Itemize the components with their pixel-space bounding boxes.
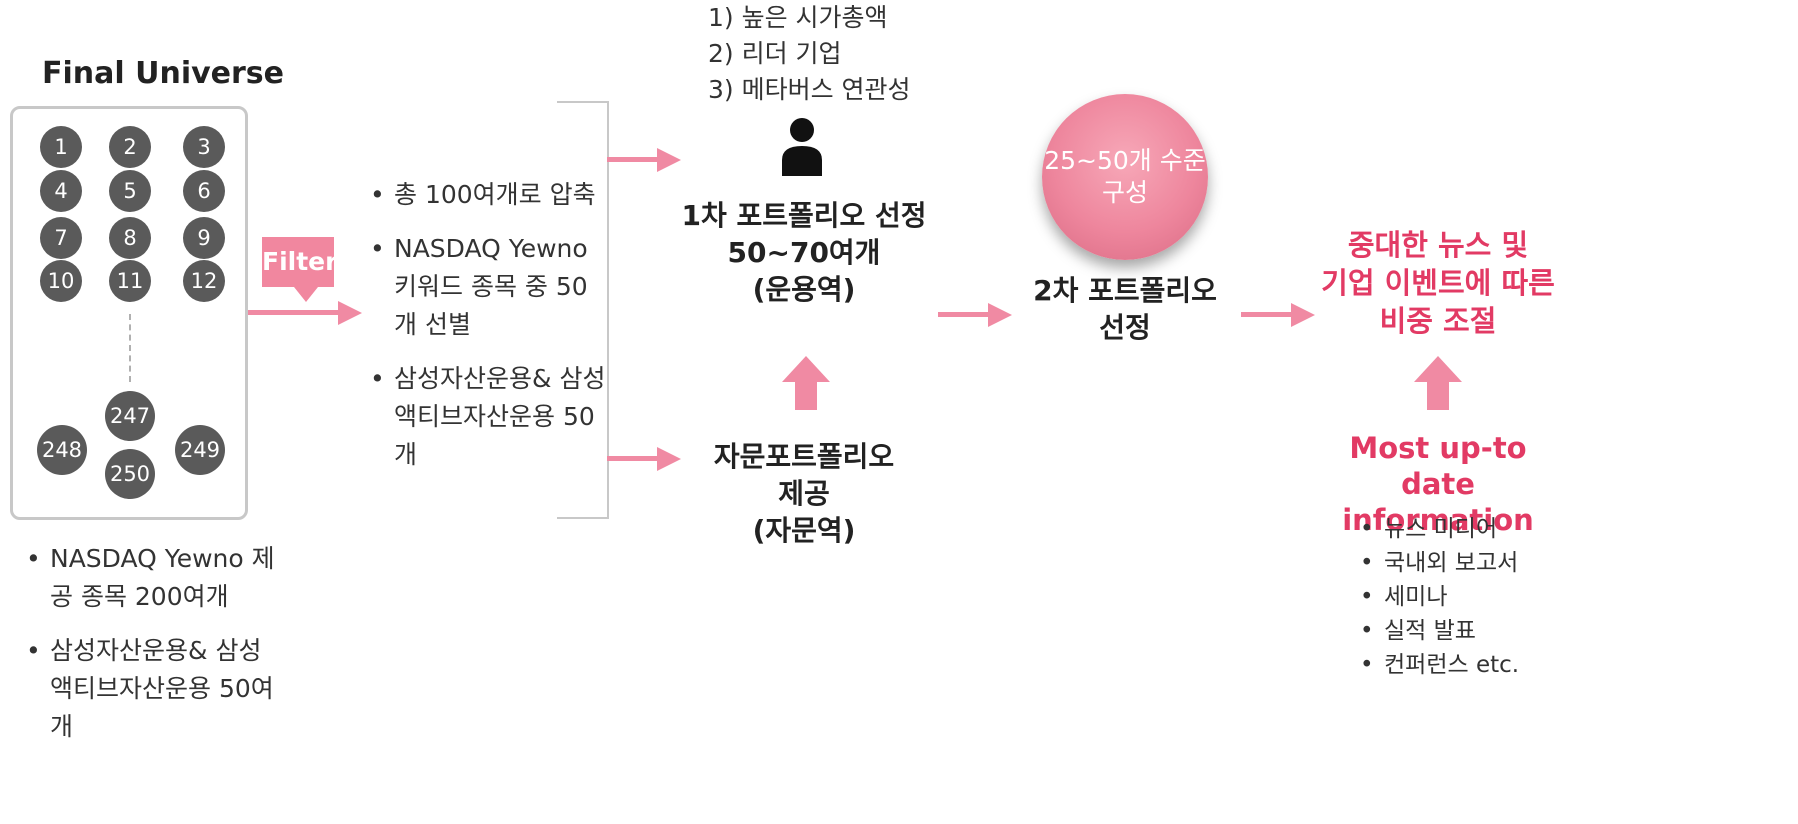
stage2-title: 2차 포트폴리오 bbox=[1033, 274, 1217, 307]
stock-circle-6: 6 bbox=[183, 170, 225, 212]
info-source-item: 세미나 bbox=[1356, 580, 1556, 614]
filter-bracket bbox=[557, 101, 609, 519]
arrow-universe-to-filter bbox=[248, 310, 340, 315]
advisory-sub: 제공 bbox=[778, 477, 830, 510]
up-arrow-icon bbox=[782, 356, 830, 410]
universe-title: Final Universe bbox=[42, 56, 285, 91]
stage2-sphere: 25~50개 수준 구성 bbox=[1042, 94, 1208, 260]
weight-adjust-label: 중대한 뉴스 및 기업 이벤트에 따른 비중 조절 bbox=[1318, 226, 1558, 340]
stock-circle-249: 249 bbox=[175, 425, 225, 475]
stage2-label: 2차 포트폴리오 선정 bbox=[1000, 272, 1250, 346]
arrow-head-icon bbox=[657, 148, 681, 172]
stock-circle-11: 11 bbox=[109, 260, 151, 302]
stock-circle-248: 248 bbox=[37, 425, 87, 475]
dashed-divider bbox=[129, 314, 131, 382]
stage1-count: 50~70여개 bbox=[727, 236, 881, 269]
criteria-item: 1) 높은 시가총액 bbox=[708, 3, 888, 32]
filter-bullet: 총 100여개로 압축 bbox=[366, 176, 606, 214]
person-icon bbox=[780, 116, 824, 176]
universe-note: 삼성자산운용& 삼성액티브자산운용 50여개 bbox=[22, 632, 282, 746]
info-sources: 뉴스 미디어 국내외 보고서 세미나 실적 발표 컨퍼런스 etc. bbox=[1356, 512, 1556, 682]
stock-circle-247: 247 bbox=[105, 391, 155, 441]
adjust-line3: 비중 조절 bbox=[1379, 304, 1497, 338]
info-source-item: 실적 발표 bbox=[1356, 614, 1556, 648]
universe-note: NASDAQ Yewno 제공 종목 200여개 bbox=[22, 540, 282, 616]
stock-circle-5: 5 bbox=[109, 170, 151, 212]
filter-bullets: 총 100여개로 압축 NASDAQ Yewno 키워드 종목 중 50개 선별… bbox=[366, 176, 606, 490]
filter-bullet: NASDAQ Yewno 키워드 종목 중 50개 선별 bbox=[366, 230, 606, 344]
arrow-to-advisory bbox=[607, 456, 661, 461]
advisory-label: 자문포트폴리오 제공 (자문역) bbox=[664, 438, 944, 549]
up-arrow-icon bbox=[1414, 356, 1462, 410]
stage1-label: 1차 포트폴리오 선정 50~70여개 (운용역) bbox=[664, 197, 944, 308]
stock-circle-1: 1 bbox=[40, 126, 82, 168]
arrow-to-stage1 bbox=[607, 157, 661, 162]
arrow-to-adjust bbox=[1241, 312, 1293, 317]
stock-circle-10: 10 bbox=[40, 260, 82, 302]
stock-circle-8: 8 bbox=[109, 217, 151, 259]
stage1-role: (운용역) bbox=[752, 273, 856, 306]
criteria-item: 2) 리더 기업 bbox=[708, 39, 842, 68]
sphere-text-line2: 구성 bbox=[1101, 178, 1148, 207]
info-source-item: 뉴스 미디어 bbox=[1356, 512, 1556, 546]
universe-box: 1 2 3 4 5 6 7 8 9 10 11 12 247 248 249 2… bbox=[10, 106, 248, 520]
info-source-item: 컨퍼런스 etc. bbox=[1356, 648, 1556, 682]
stock-circle-250: 250 bbox=[105, 449, 155, 499]
stock-circle-7: 7 bbox=[40, 217, 82, 259]
stock-circle-3: 3 bbox=[183, 126, 225, 168]
stage1-title: 1차 포트폴리오 선정 bbox=[681, 199, 927, 232]
arrow-head-icon bbox=[338, 301, 362, 325]
stock-circle-4: 4 bbox=[40, 170, 82, 212]
sphere-text-line1: 25~50개 수준 bbox=[1044, 146, 1206, 175]
info-source-item: 국내외 보고서 bbox=[1356, 546, 1556, 580]
stock-circle-2: 2 bbox=[109, 126, 151, 168]
advisory-title: 자문포트폴리오 bbox=[713, 440, 895, 473]
filter-tag: Filter bbox=[262, 237, 337, 302]
filter-bullet: 삼성자산운용& 삼성액티브자산운용 50개 bbox=[366, 360, 606, 474]
stage2-sub: 선정 bbox=[1099, 311, 1151, 344]
advisory-role: (자문역) bbox=[752, 514, 856, 547]
universe-notes: NASDAQ Yewno 제공 종목 200여개 삼성자산운용& 삼성액티브자산… bbox=[22, 540, 282, 762]
criteria-item: 3) 메타버스 연관성 bbox=[708, 75, 911, 104]
arrow-to-stage2 bbox=[938, 312, 990, 317]
adjust-line1: 중대한 뉴스 및 bbox=[1347, 228, 1529, 262]
info-title-line1: Most up-to date bbox=[1349, 431, 1527, 501]
selection-criteria: 1) 높은 시가총액 2) 리더 기업 3) 메타버스 연관성 bbox=[708, 0, 948, 108]
arrow-head-icon bbox=[657, 447, 681, 471]
stock-circle-9: 9 bbox=[183, 217, 225, 259]
arrow-head-icon bbox=[988, 303, 1012, 327]
stock-circle-12: 12 bbox=[183, 260, 225, 302]
adjust-line2: 기업 이벤트에 따른 bbox=[1321, 266, 1555, 300]
arrow-head-icon bbox=[1291, 303, 1315, 327]
